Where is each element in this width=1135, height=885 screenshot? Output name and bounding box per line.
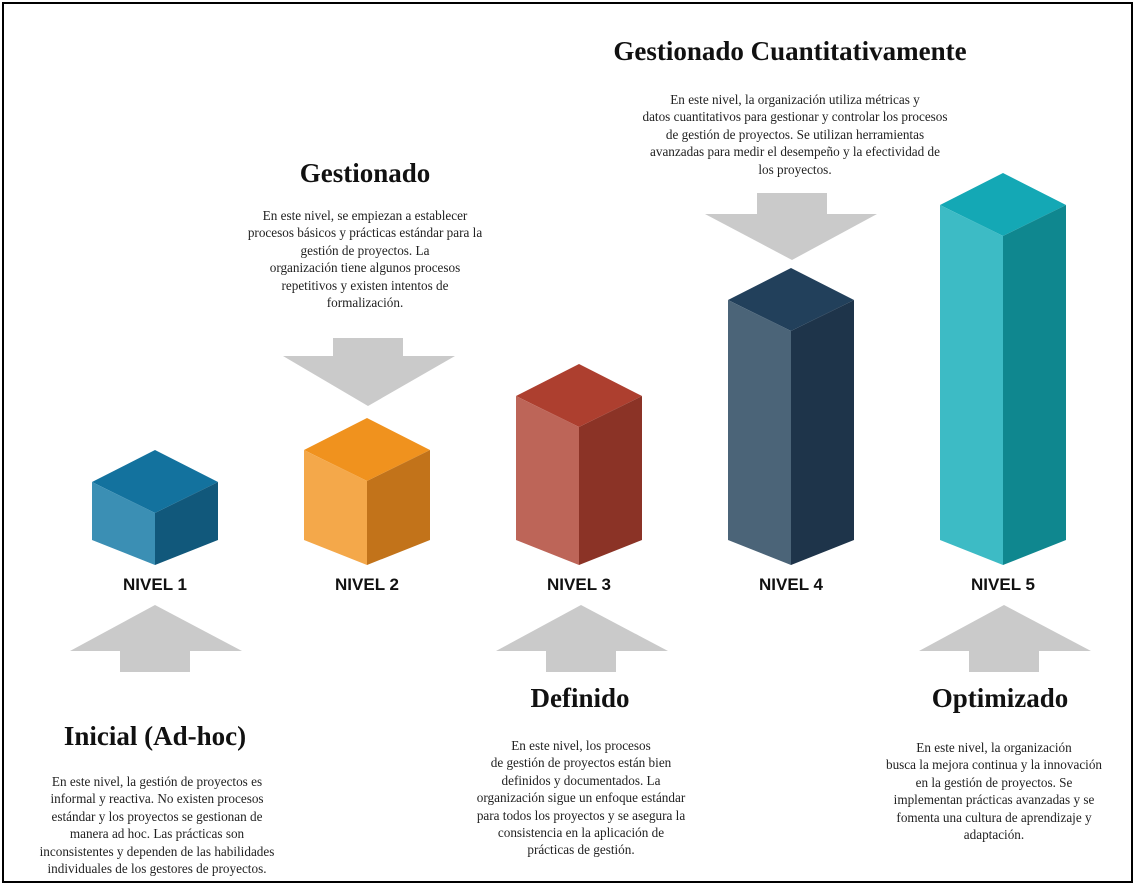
level-4-description-line: los proyectos. — [758, 161, 832, 177]
level-1-description-line: En este nivel, la gestión de proyectos e… — [51, 774, 263, 789]
level-1-cube-side — [155, 482, 218, 565]
level-3-label: NIVEL 3 — [547, 575, 611, 594]
level-5-cube — [940, 173, 1066, 565]
level-1-description-line: individuales de los gestores de proyecto… — [47, 861, 267, 877]
level-2-cube-top — [304, 418, 430, 481]
level-2-description-line: procesos básicos y prácticas estándar pa… — [247, 225, 483, 241]
level-4-title: Gestionado Cuantitativamente — [613, 36, 967, 66]
level-2-description-line: repetitivos y existen intentos de — [281, 277, 449, 293]
level-2-cube-side — [367, 450, 430, 565]
level-1-cube-top — [92, 450, 218, 513]
level-2-description-line: organización tiene algunos procesos — [269, 260, 461, 276]
level-2-description-line: En este nivel, se empiezan a establecer — [262, 208, 468, 223]
level-5-up-arrow — [919, 605, 1091, 672]
level-4-down-arrow — [705, 193, 877, 260]
level-1-description-line: estándar y los proyectos se gestionan de — [51, 808, 263, 824]
level-4-cube-front — [728, 300, 791, 565]
level-5-description-line: en la gestión de proyectos. Se — [915, 774, 1073, 790]
level-1-label: NIVEL 1 — [123, 575, 187, 594]
level-5-description-line: busca la mejora continua y la innovación — [885, 757, 1103, 773]
level-5-description-line: implementan prácticas avanzadas y se — [893, 792, 1095, 808]
level-3-description-line: organización sigue un enfoque estándar — [476, 790, 686, 806]
level-3-description-line: definidos y documentados. La — [501, 772, 661, 788]
level-4-label: NIVEL 4 — [759, 575, 823, 594]
level-5-cube-side — [1003, 205, 1066, 565]
level-1-cube — [92, 450, 218, 565]
level-4-description-line: avanzadas para medir el desempeño y la e… — [650, 144, 940, 160]
level-2-label: NIVEL 2 — [335, 575, 399, 594]
level-1-title: Inicial (Ad-hoc) — [63, 721, 247, 751]
level-3-description-line: prácticas de gestión. — [527, 842, 635, 858]
level-5-cube-front — [940, 205, 1003, 565]
level-2-cube — [304, 418, 430, 565]
level-3-description-line: consistencia en la aplicación de — [497, 825, 665, 841]
level-5-description-line: En este nivel, la organización — [916, 740, 1072, 755]
level-3-cube-side — [579, 396, 642, 565]
level-5-description-line: fomenta una cultura de aprendizaje y — [896, 809, 1092, 825]
level-4-description-line: En este nivel, la organización utiliza m… — [670, 92, 920, 107]
level-2-description: En este nivel, se empiezan a establecer … — [210, 207, 520, 311]
level-4-description: En este nivel, la organización utiliza m… — [585, 91, 1005, 178]
level-2-description-line: formalización. — [326, 295, 404, 311]
level-3-description: En este nivel, los procesos de gestión d… — [436, 737, 726, 859]
level-1-description-line: informal y reactiva. No existen procesos — [50, 791, 264, 807]
level-2-description-line: gestión de proyectos. La — [300, 242, 430, 258]
level-1-description-line: inconsistentes y dependen de las habilid… — [39, 843, 275, 859]
level-3-cube-top — [516, 364, 642, 427]
level-5-description: En este nivel, la organización busca la … — [858, 739, 1130, 843]
level-3-title: Definido — [530, 683, 630, 713]
level-4-description-line: datos cuantitativos para gestionar y con… — [642, 109, 948, 125]
level-3-cube — [516, 364, 642, 565]
level-3-description-line: para todos los proyectos y se asegura la — [476, 807, 686, 823]
level-5-label: NIVEL 5 — [971, 575, 1035, 594]
level-3-up-arrow — [496, 605, 668, 672]
level-5-description-line: adaptación. — [963, 827, 1025, 843]
level-5-cube-top — [940, 173, 1066, 236]
level-5-title: Optimizado — [931, 683, 1069, 713]
level-3-cube-front — [516, 396, 579, 565]
level-2-title: Gestionado — [299, 158, 431, 188]
level-1-description: En este nivel, la gestión de proyectos e… — [12, 773, 302, 877]
level-3-description-line: En este nivel, los procesos — [511, 738, 651, 753]
level-2-down-arrow — [283, 338, 455, 406]
level-4-cube-side — [791, 300, 854, 565]
level-2-cube-front — [304, 450, 367, 565]
level-1-cube-front — [92, 482, 155, 565]
level-1-up-arrow — [70, 605, 242, 672]
level-1-description-line: manera ad hoc. Las prácticas son — [69, 826, 245, 842]
level-4-cube — [728, 268, 854, 565]
level-4-cube-top — [728, 268, 854, 331]
level-4-description-line: de gestión de proyectos. Se utilizan her… — [665, 126, 925, 142]
level-3-description-line: de gestión de proyectos están bien — [490, 755, 672, 771]
